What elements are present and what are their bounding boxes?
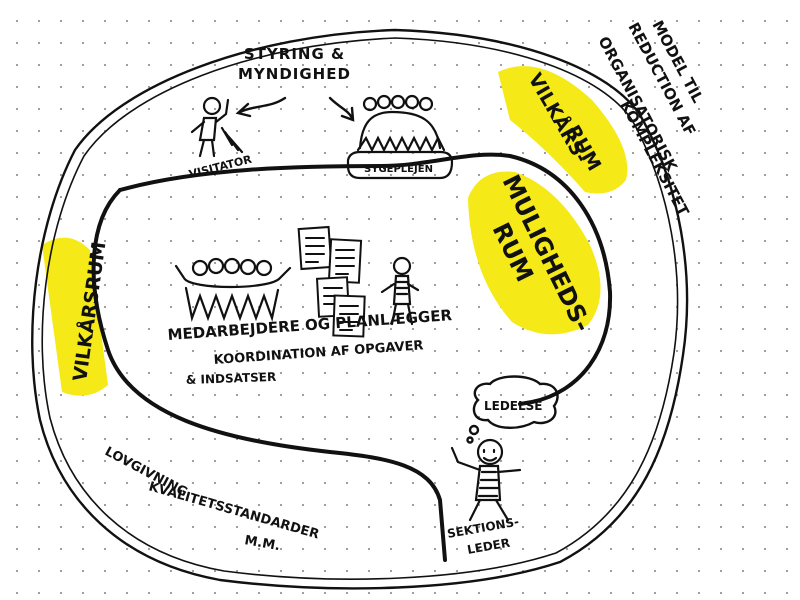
highlight-mulighedsrum [468,171,601,335]
thought-bubble-icon [466,375,559,444]
styring-line: STYRING & [243,45,346,63]
visitator-figure-icon [190,96,244,158]
highlight-vilkaarsrum-left [42,237,108,396]
visitator-label: VISITATOR [188,153,254,181]
leader-bubble-label: LEDELSE [484,399,543,413]
highlights [42,66,628,396]
staff-line-3: & INDSATSER [186,370,277,387]
leader-line-2: LEDER [466,536,511,557]
coordinator-figure-icon [380,256,420,326]
staff-line-2: KOORDINATION AF OPGAVER [213,338,424,368]
law-line-3: M.M. [243,533,281,554]
leader-line-1: SEKTIONS- [446,515,520,541]
section-leader-figure-icon [450,438,522,522]
nurse-group-icon [346,94,454,180]
outer-loop [31,28,689,590]
staff-group-icon [174,257,292,323]
highlight-vilkaarsrum-right [498,66,628,194]
myndighed-line: MYNDIGHED [238,65,351,83]
sygeplejen-label: SYGEPLEJEN [364,164,433,175]
law-line-2: KVALITETSSTANDARDER [147,479,321,542]
inner-loop-lower [91,188,447,562]
outer-loop-inner-stroke [41,37,679,580]
inner-loop [118,152,613,406]
styring-myndighed-label: STYRING & MYNDIGHED [238,44,351,84]
document-stack-icon [297,225,366,338]
arrow-down-icon [235,96,355,122]
